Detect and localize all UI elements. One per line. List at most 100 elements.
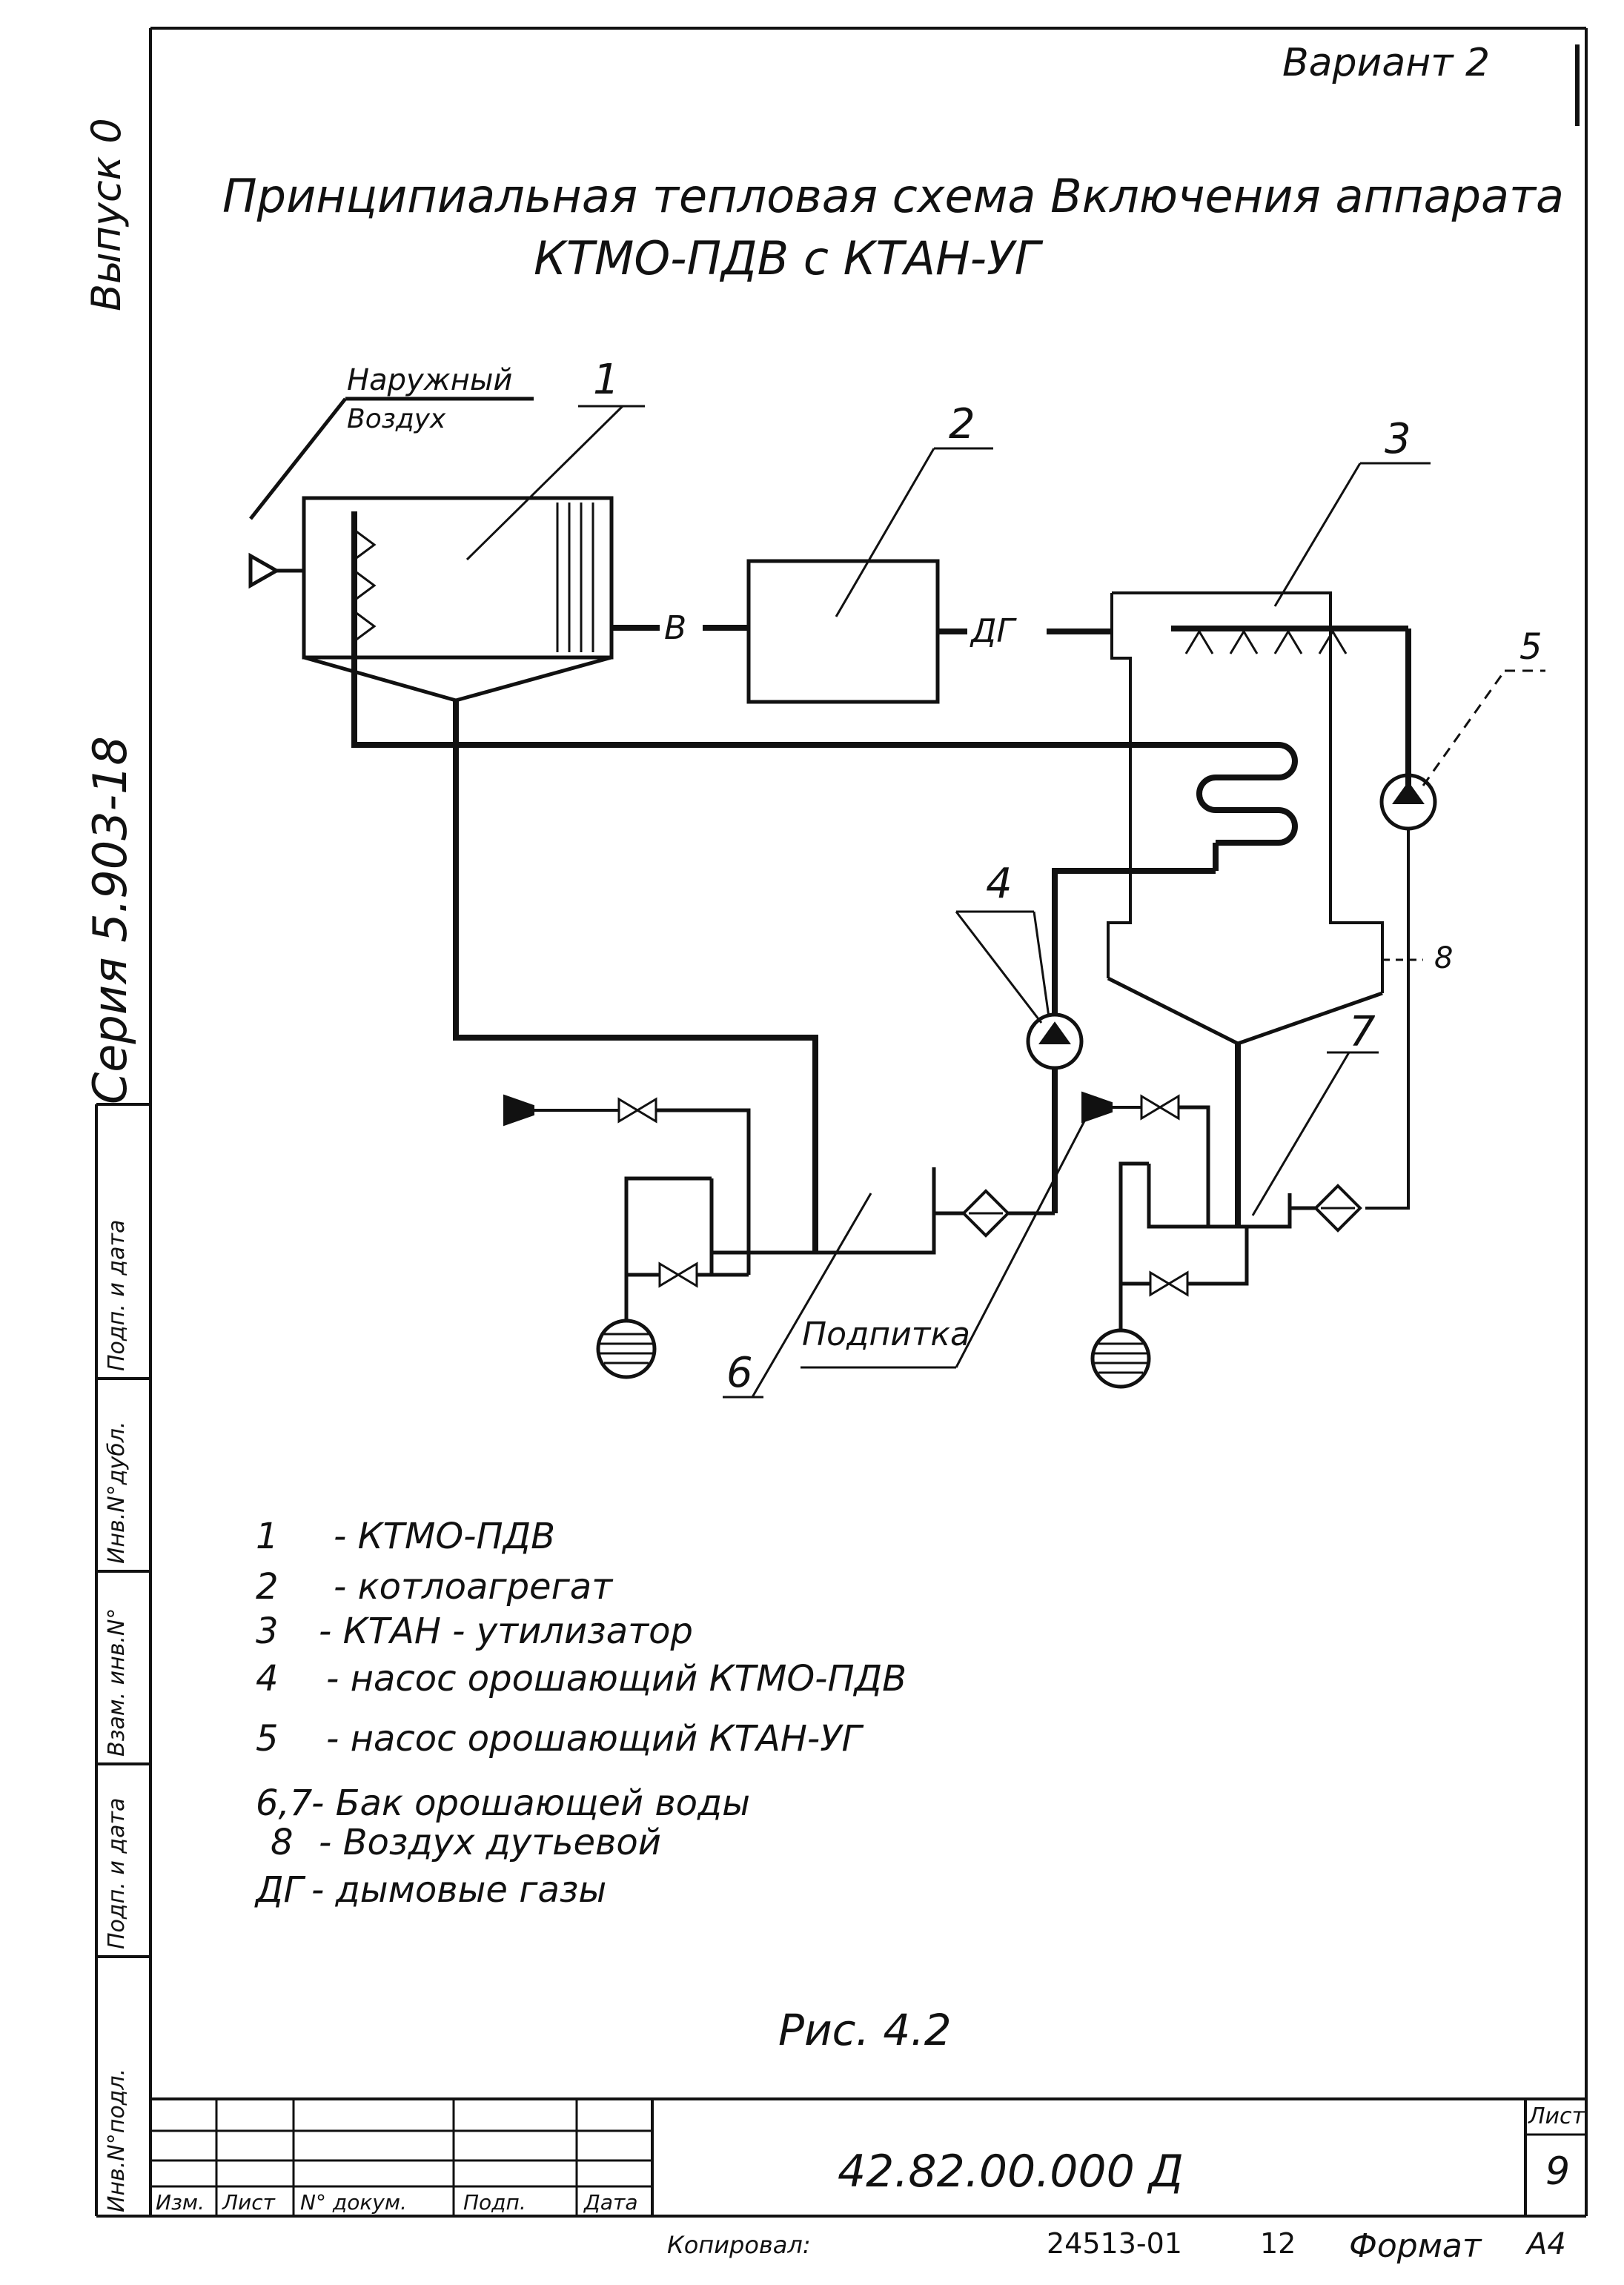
pump-4-discharge: [1052, 868, 1216, 1015]
unit-3-nozzle: [1184, 629, 1214, 654]
side-cell-podp-data-2: Подп. и дата: [104, 1219, 130, 1371]
variant-label: Вариант 2: [1282, 41, 1491, 85]
label-1: 1: [593, 356, 620, 404]
legend-text-7: - Воздух дутьевой: [319, 1822, 661, 1863]
drain-line-6: [624, 1176, 712, 1321]
leader-makeup: [955, 1096, 1098, 1368]
unit-1-hopper-right: [455, 655, 612, 703]
heat-exchanger-coil: [351, 657, 1298, 846]
leader-2: [835, 448, 935, 617]
legend-key-6: 6,7: [256, 1782, 313, 1824]
unit-1-nozzle: [354, 569, 377, 602]
legend-text-2: - котлоагрегат: [334, 1566, 613, 1608]
diagram-title-line2: КТМО-ПДВ с КТАН-УГ: [534, 231, 1041, 285]
leader-5: [1422, 670, 1506, 786]
legend-text-5: - насос орошающий КТАН-УГ: [326, 1718, 862, 1760]
air-inlet-nozzle: [248, 552, 281, 589]
leader-1: [465, 405, 624, 561]
flow-label-dg: ДГ: [971, 612, 1015, 650]
unit-3-hopper-right: [1237, 991, 1383, 1046]
figure-caption: Рис. 4.2: [778, 2005, 952, 2055]
unit-1-drain-line: [453, 700, 818, 1193]
sheet-label: Лист: [1528, 2103, 1585, 2129]
outdoor-air-leader: [249, 397, 347, 520]
leader-3: [1273, 462, 1362, 607]
legend-text-3: - КТАН - утилизатор: [319, 1611, 693, 1652]
unit-3-hopper-left: [1107, 976, 1239, 1046]
unit-3-nozzle: [1318, 629, 1348, 654]
makeup-line-6b: [656, 1108, 751, 1253]
legend-key-2: 2: [256, 1566, 279, 1608]
tb-col-doc: N° докум.: [300, 2190, 407, 2215]
tb-col-date: Дата: [584, 2190, 638, 2215]
label-2: 2: [949, 400, 975, 448]
label-6: 6: [726, 1349, 753, 1397]
label-3: 3: [1385, 415, 1411, 463]
footer-number: 24513-01: [1047, 2227, 1182, 2260]
drain-line-7: [1118, 1161, 1149, 1330]
footer-format-value: А4: [1527, 2227, 1566, 2261]
unit-2-boiler: [746, 559, 940, 704]
tb-col-izm: Изм.: [156, 2190, 205, 2215]
legend-text-4: - насос орошающий КТМО-ПДВ: [326, 1658, 907, 1699]
drain-line-7c: [1187, 1227, 1249, 1286]
legend-text-6: - Бак орошающей воды: [311, 1782, 751, 1824]
footer-copied: Копировал:: [667, 2231, 811, 2259]
diagram-title-line1: Принципиальная тепловая схема Включения …: [222, 169, 1565, 223]
makeup-source-7: [1081, 1091, 1113, 1124]
leader-6: [751, 1193, 872, 1398]
unit-3-nozzle: [1273, 629, 1303, 654]
side-cell-inv-dubl: Инв.N°дубл.: [104, 1421, 130, 1564]
label-7: 7: [1349, 1008, 1376, 1056]
drain-tank-6: [596, 1319, 657, 1379]
valve-7b-right: [1167, 1270, 1189, 1297]
tb-col-sign: Подп.: [463, 2190, 526, 2215]
tank-7: [1147, 1164, 1292, 1229]
legend-text-8: - дымовые газы: [311, 1869, 607, 1911]
unit-1-nozzle: [354, 610, 377, 643]
leader-7: [1251, 1052, 1350, 1216]
side-cell-vzam-inv: Взам. инв.N°: [104, 1608, 130, 1757]
issue-label: Выпуск 0: [83, 118, 130, 311]
leader-4b: [1033, 911, 1050, 1018]
unit-1-hopper-left: [303, 655, 457, 703]
legend-text-1: - КТМО-ПДВ: [334, 1516, 556, 1557]
unit-1-nozzle: [354, 528, 377, 561]
side-cell-inv-podl: Инв.N°подл.: [104, 2068, 130, 2212]
valve-7a-right: [1158, 1094, 1180, 1121]
side-cell-podp-data: Подп. и дата: [104, 1797, 130, 1949]
valve-6a-right: [635, 1097, 657, 1124]
tank-6: [709, 1167, 936, 1255]
pump-4-arrow: [1038, 1021, 1071, 1044]
unit-3-nozzle: [1229, 629, 1259, 654]
label-8: 8: [1434, 941, 1454, 975]
valve-7b-left: [1149, 1270, 1171, 1297]
label-4: 4: [986, 860, 1012, 908]
legend-key-3: 3: [256, 1611, 279, 1652]
legend-key-8: ДГ: [256, 1869, 304, 1911]
makeup-line-7b: [1179, 1105, 1210, 1227]
document-code: 42.82.00.000 Д: [838, 2146, 1184, 2198]
unit-3-ktan-outline: [1112, 591, 1384, 964]
label-5: 5: [1519, 626, 1542, 668]
legend-key-5: 5: [256, 1718, 279, 1760]
drain-tank-7: [1090, 1328, 1151, 1389]
valve-7a-left: [1140, 1094, 1162, 1121]
series-label: Серия 5.903-18: [83, 736, 137, 1104]
legend-key-1: 1: [256, 1516, 279, 1557]
tb-col-list: Лист: [222, 2190, 275, 2215]
sheet-number: 9: [1545, 2149, 1571, 2194]
legend-key-4: 4: [256, 1658, 279, 1699]
outdoor-air-label: Наружный: [347, 363, 513, 397]
valve-6b-left: [658, 1261, 680, 1288]
leader-4a: [955, 911, 1043, 1024]
pump-5-suction: [1365, 829, 1410, 1210]
footer-12: 12: [1260, 2227, 1296, 2260]
pump-5-arrow: [1392, 781, 1425, 804]
flow-label-v: В: [664, 609, 687, 647]
makeup-source-6: [503, 1094, 534, 1127]
valve-6b-right: [676, 1261, 698, 1288]
legend-key-7: 8: [271, 1822, 294, 1863]
valve-6a-left: [617, 1097, 640, 1124]
